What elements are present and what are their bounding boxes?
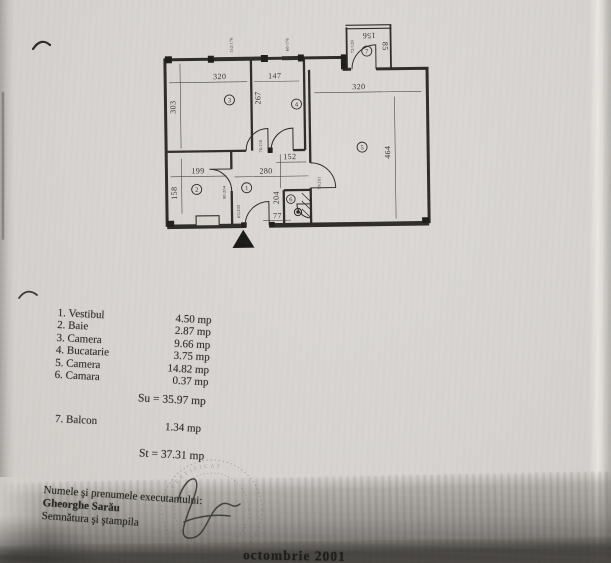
dim-baie-height: 158 (170, 186, 179, 199)
useful-area-total: Su = 35.97 mp (137, 392, 207, 408)
door-kitchen (270, 127, 294, 151)
dim-room3-height: 303 (168, 101, 177, 114)
door-baie (209, 168, 233, 191)
mark-balcony-window: 72/128 (350, 40, 355, 53)
paper-right-edge (603, 0, 611, 563)
balcony-label: 7. Balcon (54, 412, 98, 428)
corner-shadow (0, 515, 100, 563)
mark-window2: 60/176 (285, 37, 290, 51)
stamp-and-signature: CERTIFICAT (161, 459, 263, 561)
entrance-triangle-icon (232, 229, 255, 248)
room-number-camera3: 3 (228, 97, 231, 104)
mark-door-kitchen: 76/216 (258, 139, 263, 153)
room-number-baie: 2 (195, 187, 198, 194)
room-number-camera5: 5 (360, 145, 363, 152)
room-number-vestibul: 1 (245, 185, 248, 192)
room-number-bucatarie: 4 (295, 101, 299, 108)
mark-door-entry: 65/202 (236, 205, 241, 218)
round-stamp-icon (161, 459, 263, 561)
signature (177, 478, 241, 539)
dim-room3-width: 320 (213, 72, 226, 81)
room-list: 1. Vestibul 4.50 mp 2. Baie 2.87 mp 3. C… (54, 307, 211, 389)
dim-hall-width: 280 (259, 166, 272, 175)
paper-crease (2, 92, 4, 240)
mark-window1: 152/176 (229, 37, 234, 53)
room-number-balcon: 7 (365, 48, 369, 55)
wall-piers (164, 54, 430, 228)
paper-right-highlight (589, 0, 603, 563)
dim-hall-height: 204 (272, 191, 281, 204)
dim-room4-width: 147 (268, 71, 281, 80)
door-arcs (209, 44, 377, 226)
dim-baie-width: 199 (191, 166, 204, 175)
door-room5 (310, 162, 337, 189)
dim-balcony-depth: 85 (381, 42, 390, 51)
outer-walls (163, 55, 431, 230)
dimension-lines (169, 63, 422, 221)
pen-tick-icon (18, 290, 38, 299)
door-room3 (245, 127, 269, 151)
floor-plan: 320 147 320 303 267 464 199 158 280 204 … (163, 24, 431, 248)
door-entry (244, 200, 270, 226)
door-camara (296, 203, 312, 219)
balcony-area: 1.34 mp (164, 421, 202, 435)
room-label: 6. Camara (54, 368, 101, 384)
dim-room4-height: 267 (253, 91, 262, 104)
room-area: 0.37 mp (172, 374, 209, 389)
dim-bottom-width: 77 (273, 211, 282, 220)
mark-door-baie: 90/204 (222, 185, 227, 199)
mark-door-room5: 79/201 (317, 177, 322, 190)
window-lines (213, 56, 298, 62)
room-number-camara: 6 (289, 196, 293, 203)
dim-room5-width: 320 (352, 82, 365, 91)
document-date: octombrie 2001 (242, 547, 346, 563)
dim-balcony-width: 156 (362, 31, 375, 40)
pen-tick-icon (31, 40, 52, 51)
dim-room5-height: 464 (383, 146, 392, 159)
dim-mid-width: 152 (283, 152, 296, 161)
door-balcony (351, 44, 377, 70)
room-number-circles (191, 45, 373, 204)
balcony-walls (345, 24, 392, 70)
fixtures (195, 192, 311, 227)
